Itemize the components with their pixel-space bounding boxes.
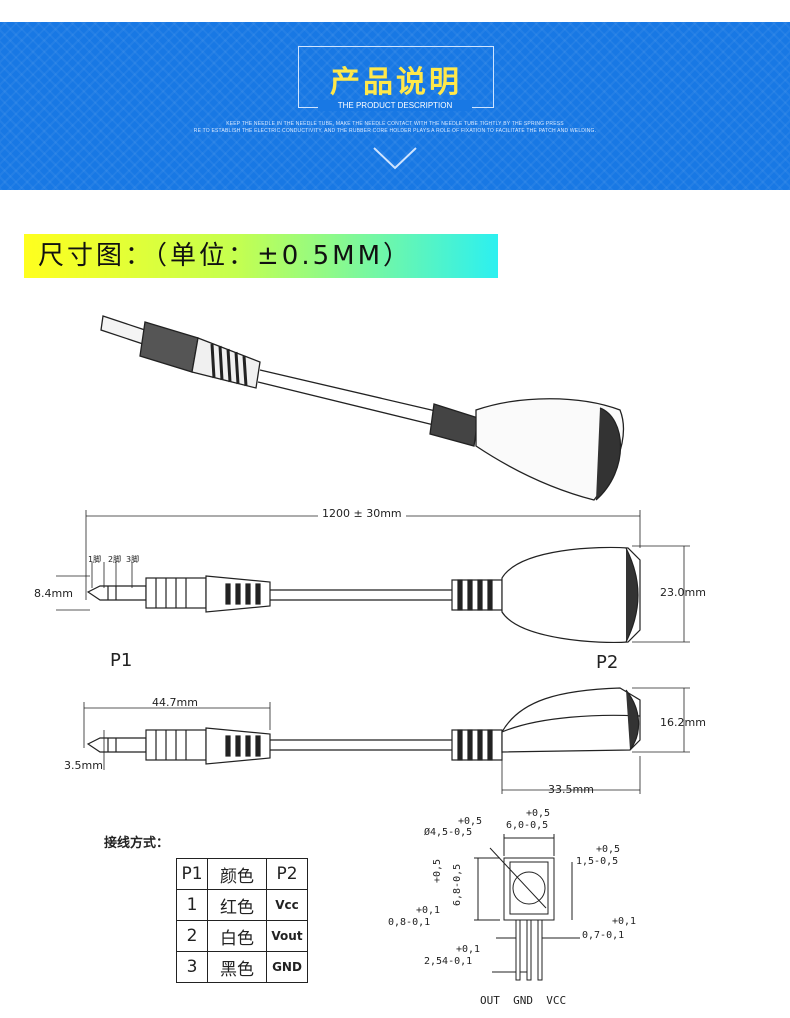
sensor-pin-names: OUT GND VCC bbox=[480, 994, 567, 1007]
table-row: 2 白色 Vout bbox=[176, 920, 308, 952]
plug-diameter-label: 8.4mm bbox=[34, 587, 73, 600]
table-cell: 黑色 bbox=[207, 951, 267, 983]
p2-label: P2 bbox=[596, 652, 619, 673]
banner-description-line-2: RE TO ESTABLISH THE ELECTRIC CONDUCTIVIT… bbox=[193, 128, 597, 134]
table-cell: 白色 bbox=[207, 920, 267, 952]
header-cell: 颜色 bbox=[207, 858, 267, 890]
table-cell: Vcc bbox=[266, 889, 308, 921]
sensor-hole-tol: +0,5 bbox=[458, 816, 483, 827]
plug-tip-label: 3.5mm bbox=[64, 759, 103, 772]
sensor-height-tol: +0,5 bbox=[432, 858, 443, 883]
sensor-height-dim: 6,8-0,5 bbox=[452, 863, 463, 906]
sensor-pin-tol: +0,1 bbox=[612, 916, 637, 927]
sensor-width-tol: +0,5 bbox=[526, 808, 551, 819]
sensor-width-dim: 6,0-0,5 bbox=[506, 820, 549, 831]
sensor-left-tol: +0,1 bbox=[416, 905, 441, 916]
table-row: 3 黑色 GND bbox=[176, 951, 308, 983]
head-height-label: 16.2mm bbox=[660, 716, 706, 729]
page-subtitle: THE PRODUCT DESCRIPTION bbox=[318, 100, 472, 111]
sensor-right-dim: 1,5-0,5 bbox=[576, 856, 619, 867]
cable-side-view bbox=[83, 687, 690, 794]
header-banner: 产品说明 THE PRODUCT DESCRIPTION KEEP THE NE… bbox=[0, 22, 790, 190]
size-unit-label: 尺寸图：（单位：±0.5MM） bbox=[24, 234, 498, 278]
chevron-down-icon bbox=[373, 147, 417, 170]
table-cell: 1 bbox=[176, 889, 208, 921]
cable-perspective bbox=[100, 315, 625, 501]
banner-description-line-1: KEEP THE NEEDLE IN THE NEEDLE TUBE, MAKE… bbox=[226, 121, 564, 127]
head-length-label: 33.5mm bbox=[548, 783, 594, 796]
table-row: 1 红色 Vcc bbox=[176, 889, 308, 921]
cable-top-view bbox=[56, 510, 690, 644]
header-cell: P2 bbox=[266, 858, 308, 890]
table-cell: 红色 bbox=[207, 889, 267, 921]
sensor-hole-dim: Ø4,5-0,5 bbox=[424, 827, 473, 838]
cable-length-label: 1200 ± 30mm bbox=[318, 507, 406, 520]
table-cell: Vout bbox=[266, 920, 308, 952]
pin-1-label: 1脚 bbox=[88, 555, 102, 564]
pin-3-label: 3脚 bbox=[126, 555, 140, 564]
p1-label: P1 bbox=[110, 650, 133, 671]
plug-length-label: 44.7mm bbox=[152, 696, 198, 709]
wiring-title: 接线方式： bbox=[104, 836, 170, 851]
title-frame: 产品说明 bbox=[298, 46, 494, 108]
table-cell: 2 bbox=[176, 920, 208, 952]
sensor-right-tol: +0,5 bbox=[596, 844, 621, 855]
sensor-pitch-tol: +0,1 bbox=[456, 944, 481, 955]
sensor-pin-dim: 0,7-0,1 bbox=[582, 930, 625, 941]
table-cell: 3 bbox=[176, 951, 208, 983]
head-width-label: 23.0mm bbox=[660, 586, 706, 599]
header-cell: P1 bbox=[176, 858, 208, 890]
wiring-table: P1 颜色 P2 1 红色 Vcc 2 白色 Vout 3 黑色 GND bbox=[176, 858, 308, 983]
page-title: 产品说明 bbox=[330, 65, 462, 100]
pin-2-label: 2脚 bbox=[108, 555, 122, 564]
sensor-pitch-dim: 2,54-0,1 bbox=[424, 956, 473, 967]
sensor-left-dim: 0,8-0,1 bbox=[388, 917, 431, 928]
sensor-drawing bbox=[474, 834, 580, 981]
table-cell: GND bbox=[266, 951, 308, 983]
table-header-row: P1 颜色 P2 bbox=[176, 858, 308, 890]
